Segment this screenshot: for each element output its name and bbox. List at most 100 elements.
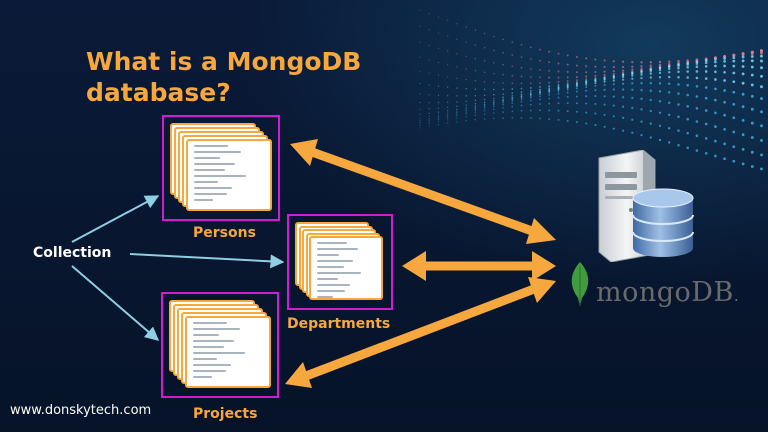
decorative-dot xyxy=(714,78,717,81)
decorative-dot xyxy=(437,116,440,118)
decorative-dot xyxy=(465,119,467,122)
decorative-dot xyxy=(474,94,477,97)
decorative-dot xyxy=(714,98,717,102)
decorative-dot xyxy=(741,55,745,59)
decorative-dot xyxy=(760,54,763,58)
decorative-dot xyxy=(714,154,717,158)
decorative-dot xyxy=(686,84,689,87)
decorative-dot xyxy=(612,77,615,80)
decorative-dot xyxy=(704,86,708,89)
decorative-dot xyxy=(677,75,680,79)
decorative-dot xyxy=(474,99,477,102)
decorative-dot xyxy=(511,92,514,94)
document-text-line xyxy=(194,163,235,165)
decorative-dot xyxy=(419,70,421,72)
decorative-dot xyxy=(575,85,578,88)
decorative-dot xyxy=(640,73,643,76)
mongodb-leaf-icon xyxy=(571,262,589,306)
document-text-line xyxy=(317,284,350,286)
decorative-dot xyxy=(511,102,514,105)
decorative-dot xyxy=(483,32,486,35)
decorative-dot xyxy=(483,104,486,107)
decorative-dot xyxy=(649,61,652,64)
decorative-dot xyxy=(695,120,699,123)
decorative-dot xyxy=(437,111,440,113)
decorative-dot xyxy=(419,127,421,129)
decorative-dot xyxy=(686,131,689,135)
decorative-dot xyxy=(677,129,680,132)
decorative-dot xyxy=(704,109,708,112)
decorative-dot xyxy=(658,90,662,93)
decorative-dot xyxy=(704,59,708,62)
decorative-dot xyxy=(695,62,699,65)
decorative-dot xyxy=(585,78,588,81)
decorative-dot xyxy=(465,109,467,112)
decorative-dot xyxy=(502,100,504,103)
decorative-dot xyxy=(750,52,754,56)
decorative-dot xyxy=(621,69,625,72)
document-text-line xyxy=(194,193,227,195)
decorative-dot xyxy=(760,110,763,114)
decorative-dot xyxy=(566,110,569,113)
decorative-dot xyxy=(511,82,514,85)
decorative-dot xyxy=(483,118,486,120)
decorative-dot xyxy=(612,95,615,98)
decorative-dot xyxy=(539,82,541,84)
decorative-dot xyxy=(566,91,569,94)
decorative-dot xyxy=(474,69,477,72)
decorative-dot xyxy=(750,121,754,125)
decorative-dot xyxy=(760,97,763,101)
decorative-dot xyxy=(502,98,504,101)
document-text-line xyxy=(317,260,353,262)
decorative-dot xyxy=(594,84,597,87)
decorative-dot xyxy=(667,126,671,130)
decorative-dot xyxy=(594,82,597,85)
decorative-dot xyxy=(428,84,430,86)
decorative-dot xyxy=(428,125,430,127)
double-arrow-projects xyxy=(285,277,556,388)
decorative-dot xyxy=(539,109,541,112)
double-arrow-persons xyxy=(290,139,556,244)
decorative-dot xyxy=(428,122,430,125)
decorative-dot xyxy=(677,103,680,106)
decorative-dot xyxy=(741,53,745,57)
decorative-dot xyxy=(493,97,495,100)
decorative-dot xyxy=(419,123,421,125)
decorative-dot xyxy=(649,98,652,102)
decorative-dot xyxy=(566,88,569,91)
decorative-dot xyxy=(686,117,689,121)
decorative-dot xyxy=(631,68,634,71)
decorative-dot xyxy=(511,98,514,101)
decorative-dot xyxy=(603,113,606,116)
decorative-dot xyxy=(575,56,578,58)
decorative-dot xyxy=(667,65,671,69)
decorative-dot xyxy=(511,105,514,108)
decorative-dot xyxy=(483,101,486,104)
decorative-dot xyxy=(575,71,578,74)
decorative-dot xyxy=(502,96,504,99)
decorative-dot xyxy=(447,114,449,116)
decorative-dot xyxy=(566,95,569,98)
document-text-line xyxy=(317,272,361,274)
decorative-dot xyxy=(714,64,717,68)
decorative-dot xyxy=(520,117,523,119)
decorative-dot xyxy=(575,87,578,90)
decorative-dot xyxy=(575,95,578,98)
decorative-dot xyxy=(575,121,578,124)
decorative-dot xyxy=(677,143,680,147)
decorative-dot xyxy=(594,112,597,115)
decorative-dot xyxy=(621,88,625,91)
decorative-dot xyxy=(419,108,421,110)
decorative-dot xyxy=(640,108,643,111)
decorative-dot xyxy=(732,90,736,94)
decorative-dot xyxy=(667,82,671,86)
decorative-dot xyxy=(437,123,440,126)
decorative-dot xyxy=(557,96,560,99)
decorative-dot xyxy=(548,50,551,53)
decorative-dot xyxy=(732,64,736,68)
decorative-dot xyxy=(640,97,643,100)
decorative-dot xyxy=(539,59,541,62)
decorative-dot xyxy=(585,95,588,98)
decorative-dot xyxy=(465,55,467,58)
document-text-line xyxy=(194,169,225,171)
